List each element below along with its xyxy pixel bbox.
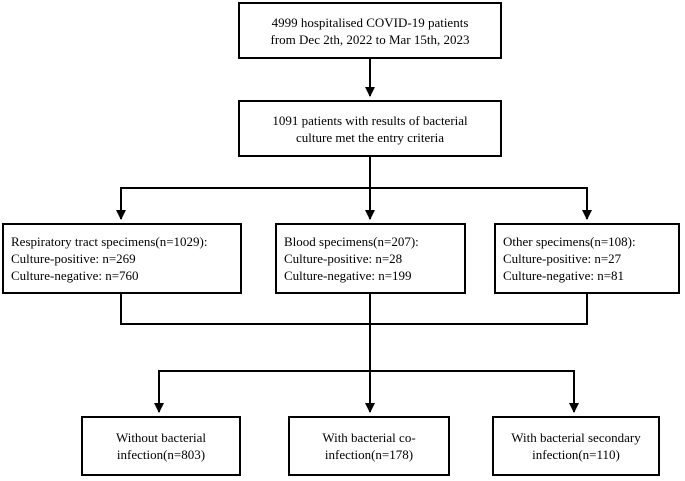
node-eligible-line-2: culture met the entry criteria [296,129,444,145]
node-total-line-2: from Dec 2th, 2022 to Mar 15th, 2023 [270,31,470,47]
node-eligible-patients: 1091 patients with results of bacterial … [238,100,502,157]
node-blood-line-2: Culture-positive: n=28 [284,251,403,266]
node-secondary-line-2: infection(n=110) [532,447,620,462]
node-blood-line-1: Blood specimens(n=207): [284,234,419,249]
node-respiratory-line-2: Culture-positive: n=269 [11,251,136,266]
node-blood-specimens: Blood specimens(n=207): Culture-positive… [275,223,466,294]
node-co-line-2: infection(n=178) [324,447,414,462]
node-other-specimens: Other specimens(n=108): Culture-positive… [494,223,680,294]
node-other-line-3: Culture-negative: n=81 [503,268,625,283]
node-other-line-2: Culture-positive: n=27 [503,251,622,266]
node-respiratory-line-3: Culture-negative: n=760 [11,268,139,283]
node-secondary-line-1: With bacterial secondary [511,430,641,445]
node-blood-line-3: Culture-negative: n=199 [284,268,412,283]
node-without-infection: Without bacterial infection(n=803) [81,416,241,476]
node-without-line-2: infection(n=803) [116,447,206,462]
node-without-line-1: Without bacterial [115,430,207,445]
node-respiratory-line-1: Respiratory tract specimens(n=1029): [11,234,208,249]
node-secondary-infection: With bacterial secondary infection(n=110… [492,416,660,476]
node-other-line-1: Other specimens(n=108): [503,234,636,249]
node-eligible-line-1: 1091 patients with results of bacterial [272,112,468,128]
node-co-infection: With bacterial co- infection(n=178) [288,416,450,476]
node-total-line-1: 4999 hospitalised COVID-19 patients [271,14,469,30]
node-respiratory-specimens: Respiratory tract specimens(n=1029): Cul… [2,223,242,294]
node-co-line-1: With bacterial co- [322,430,416,445]
node-total-patients: 4999 hospitalised COVID-19 patients from… [238,2,502,59]
